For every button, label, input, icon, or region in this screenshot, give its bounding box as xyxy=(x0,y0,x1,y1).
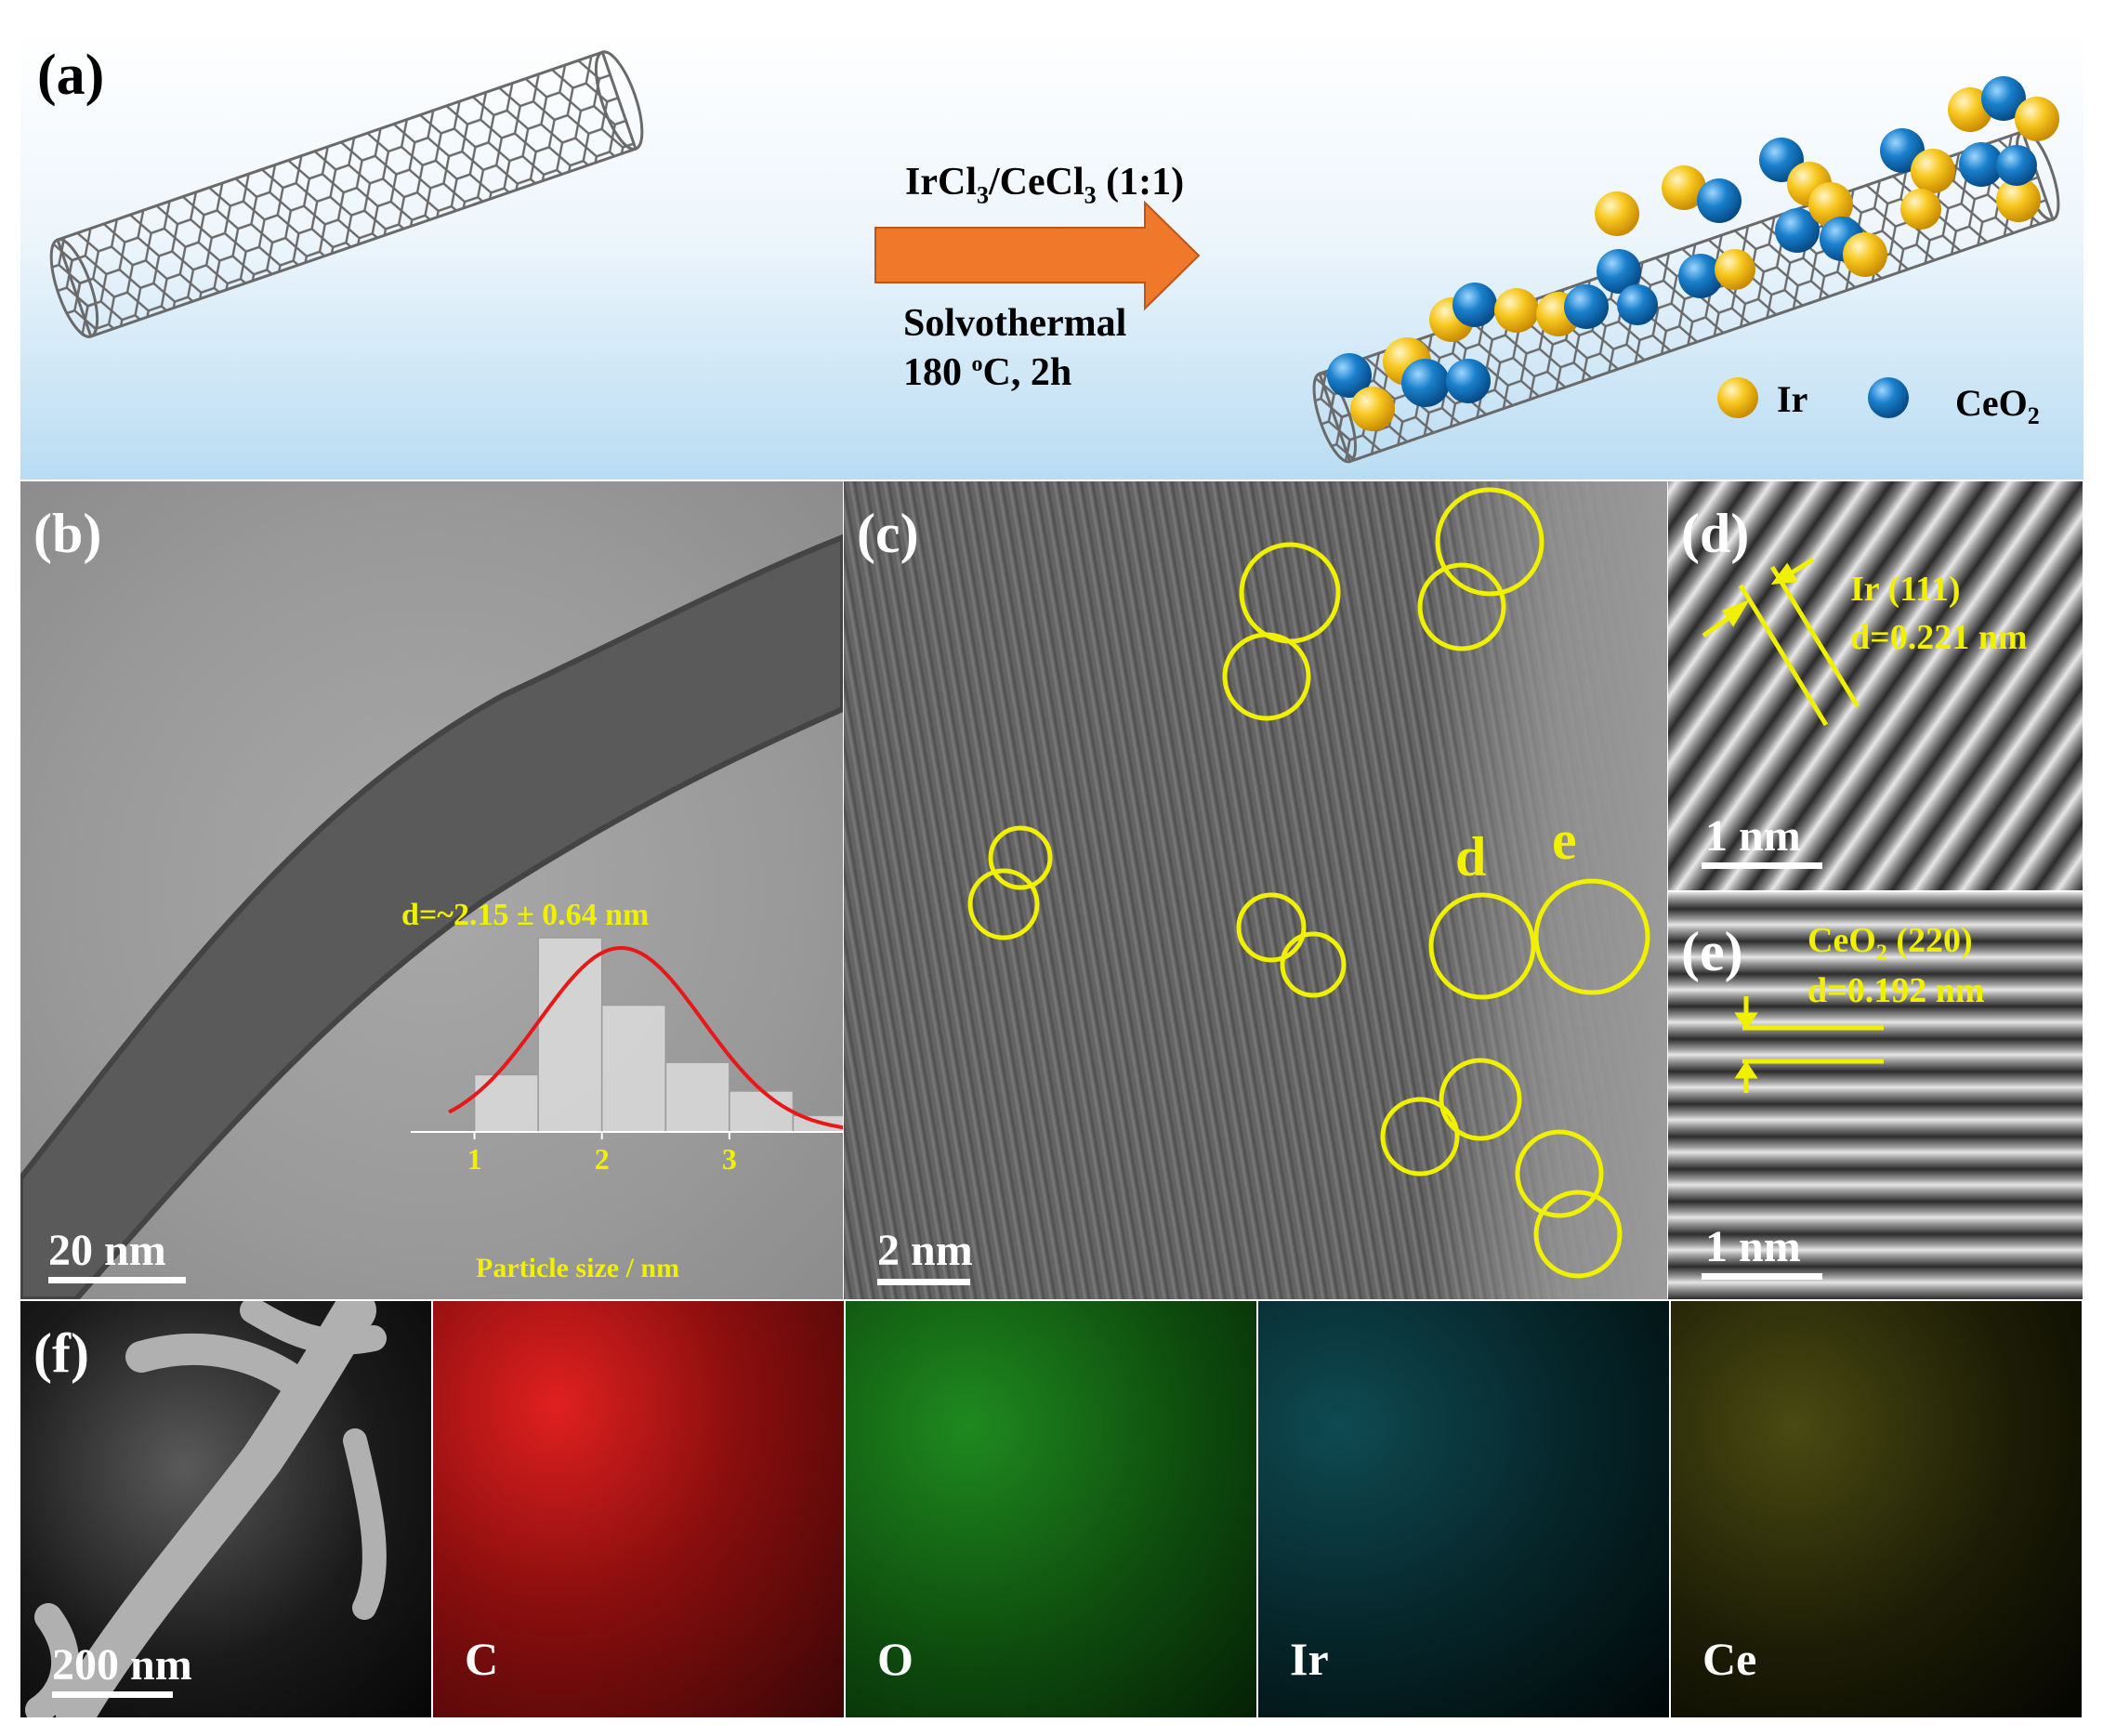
eds-map-cerium: Ce xyxy=(1671,1301,2082,1717)
haadf-image: (f) 200 nm xyxy=(20,1301,431,1717)
map-label-c: C xyxy=(465,1633,499,1685)
eds-map-carbon: C xyxy=(433,1301,844,1717)
schematic-panel: (a) xyxy=(20,30,2083,480)
spacing-label-d: d=0.221 nm xyxy=(1850,618,2028,657)
particle-marker-d: d xyxy=(1455,826,1487,888)
reaction-arrow xyxy=(874,200,1201,311)
panel-label-f: (f) xyxy=(33,1322,89,1384)
fft-image-e: (e) CeO2 (220) d=0.192 nm 1 nm xyxy=(1668,892,2083,1299)
scale-bar-c xyxy=(877,1279,970,1285)
haadf-nanotubes xyxy=(25,1301,387,1717)
panel-label-c: (c) xyxy=(857,503,919,564)
legend-ceo2-swatch xyxy=(1868,377,1909,418)
size-distribution-histogram: 1234 xyxy=(411,937,843,1176)
carbon-nanotube-left xyxy=(49,50,644,338)
gaussian-fit-curve xyxy=(448,945,843,1130)
histogram-bar xyxy=(664,1061,730,1133)
histogram-bar xyxy=(537,937,603,1133)
legend-ir-label: Ir xyxy=(1777,378,1808,420)
histogram-bar xyxy=(600,1004,667,1133)
plane-label-e: CeO2 (220) xyxy=(1807,921,1973,966)
legend-ceo2-label: CeO2 xyxy=(1955,382,2040,429)
nanotube-tem-band xyxy=(20,533,843,1299)
panel-label-e: (e) xyxy=(1681,921,1743,982)
lattice-marks-e xyxy=(1734,996,1884,1093)
scale-bar-label-f: 200 nm xyxy=(52,1640,192,1690)
scale-bar-label-d: 1 nm xyxy=(1705,811,1801,861)
scale-bar-f xyxy=(52,1691,173,1698)
x-tick-label: 1 xyxy=(467,1142,482,1176)
panel-label-d: (d) xyxy=(1681,503,1750,564)
method-label: Solvothermal xyxy=(903,302,1127,345)
x-tick-label: 2 xyxy=(595,1142,610,1176)
scale-bar-e xyxy=(1702,1273,1822,1280)
particle-outlines xyxy=(967,487,1650,1279)
particle-marker-e: e xyxy=(1552,809,1577,871)
lattice-marks-d xyxy=(1702,557,1860,727)
eds-map-iridium: Ir xyxy=(1258,1301,1669,1717)
tem-image-b: (b) 1234 d=~2.15 ± 0.64 nm Particle size… xyxy=(20,481,843,1299)
scale-bar-d xyxy=(1702,862,1822,869)
scale-bar-label-c: 2 nm xyxy=(877,1226,973,1275)
scale-bar-label-b: 20 nm xyxy=(48,1226,166,1275)
hrtem-image-c: (c) d e 2 nm xyxy=(844,481,1667,1299)
inset-xlabel: Particle size / nm xyxy=(476,1253,680,1283)
spacing-label-e: d=0.192 nm xyxy=(1807,971,1985,1010)
eds-map-oxygen: O xyxy=(846,1301,1256,1717)
x-tick-label: 3 xyxy=(722,1142,737,1176)
nanoparticles xyxy=(1327,76,2059,431)
scale-bar-b xyxy=(48,1277,186,1283)
reagent-label: IrCl3/CeCl3 (1:1) xyxy=(905,161,1185,209)
schematic-drawing xyxy=(49,50,2060,464)
conditions-label: 180 oC, 2h xyxy=(903,351,1072,394)
background-haze xyxy=(1426,481,1667,1299)
map-label-ir: Ir xyxy=(1290,1633,1329,1685)
legend-ir-swatch xyxy=(1717,377,1758,418)
histogram-bar xyxy=(729,1090,795,1133)
plane-label-d: Ir (111) xyxy=(1850,570,1961,609)
map-label-o: O xyxy=(877,1633,913,1685)
panel-label-a: (a) xyxy=(37,44,105,107)
inset-annotation: d=~2.15 ± 0.64 nm xyxy=(401,898,650,932)
fft-image-d: (d) Ir (111) d=0.221 nm 1 nm xyxy=(1668,481,2083,890)
carbon-nanotube-right xyxy=(1312,129,2060,464)
map-label-ce: Ce xyxy=(1702,1633,1757,1685)
panel-label-b: (b) xyxy=(33,503,102,564)
scale-bar-label-e: 1 nm xyxy=(1705,1222,1801,1271)
histogram-bar xyxy=(473,1073,539,1133)
